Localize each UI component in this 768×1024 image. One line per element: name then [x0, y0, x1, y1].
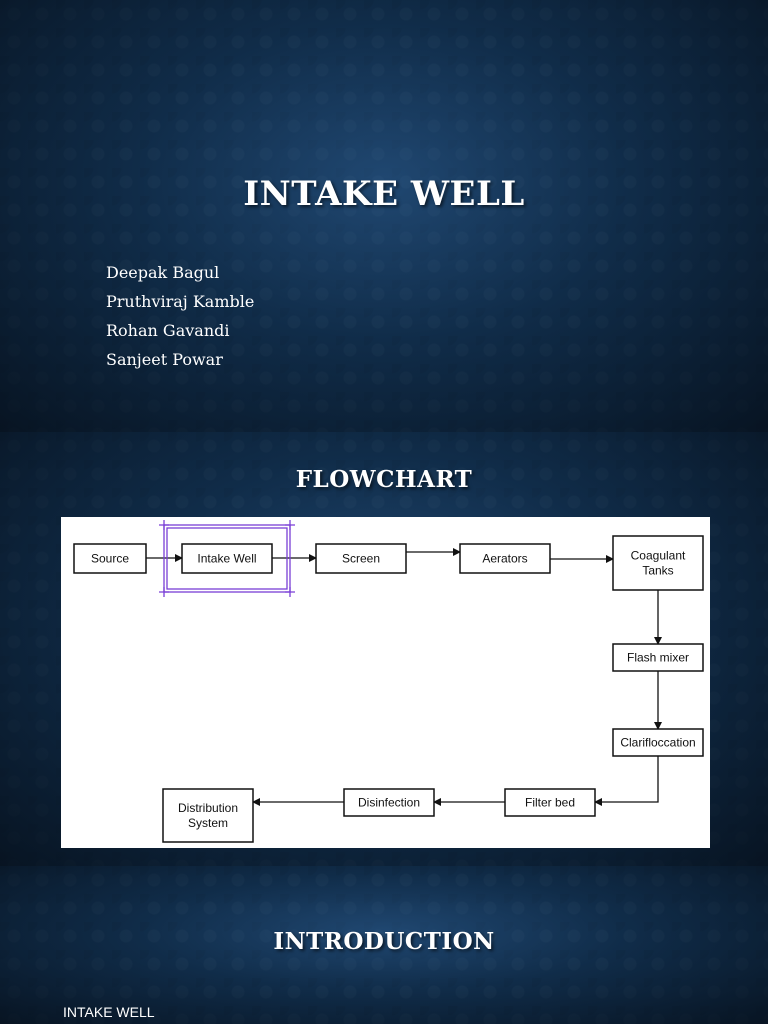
flow-node-label: Screen — [342, 552, 380, 566]
selection-handle[interactable] — [285, 520, 295, 530]
flow-node-label: Intake Well — [197, 552, 256, 566]
flow-node-label: Aerators — [482, 552, 527, 566]
slide-title: FLOWCHART — [295, 466, 473, 493]
author-list: Deepak Bagul Pruthviraj Kamble Rohan Gav… — [106, 258, 254, 374]
flow-node-box — [181, 543, 273, 574]
flow-node-label: System — [188, 816, 228, 830]
slide-title: INTAKE WELL — [243, 174, 525, 214]
flow-node-box — [612, 728, 704, 757]
flow-node-intake-well[interactable]: Intake Well — [181, 543, 273, 574]
flow-node-box — [162, 788, 254, 843]
flow-node-box — [504, 788, 596, 817]
author-name: Rohan Gavandi — [106, 321, 230, 340]
author-name: Deepak Bagul — [106, 263, 220, 282]
slide-title: INTRODUCTION — [273, 928, 495, 955]
flow-node-clariflocculation[interactable]: Clarifloccation — [612, 728, 704, 757]
flowchart-slide: FLOWCHART Source Intake Well Screen Aerator… — [0, 432, 768, 866]
flow-node-label: Flash mixer — [627, 651, 689, 665]
flowchart-canvas: Source Intake Well Screen Aerators Coagulant… — [73, 520, 704, 843]
flow-node-aerators[interactable]: Aerators — [459, 543, 551, 574]
selection-frame[interactable] — [163, 524, 291, 593]
flow-node-box — [73, 543, 147, 574]
flow-node-box — [612, 643, 704, 672]
flow-node-filter-bed[interactable]: Filter bed — [504, 788, 596, 817]
title-slide: INTAKE WELL Deepak Bagul Pruthviraj Kamb… — [0, 0, 768, 432]
flow-node-box — [459, 543, 551, 574]
selection-handle[interactable] — [159, 587, 169, 597]
introduction-slide: INTRODUCTION INTAKE WELL — [0, 866, 768, 1024]
flow-node-label: Distribution — [178, 801, 238, 815]
flow-node-label: Clarifloccation — [620, 736, 695, 750]
flowchart-diagram: Source Intake Well Screen Aerators Coagulant… — [61, 517, 710, 848]
flow-node-label: Disinfection — [358, 796, 420, 810]
flow-node-label: Source — [91, 552, 129, 566]
flow-node-label: Coagulant — [631, 549, 686, 563]
selection-frame-inner — [166, 527, 288, 590]
flow-arrow-clariflocculation-to-filter-bed — [594, 756, 659, 806]
author-name: Pruthviraj Kamble — [106, 292, 255, 311]
flow-node-flash-mixer[interactable]: Flash mixer — [612, 643, 704, 672]
flow-node-label: Tanks — [642, 564, 673, 578]
flow-node-box — [343, 788, 435, 817]
flow-node-source[interactable]: Source — [73, 543, 147, 574]
flow-node-box — [315, 543, 407, 574]
selection-handle[interactable] — [159, 520, 169, 530]
selection-handle[interactable] — [285, 587, 295, 597]
flow-node-label: Filter bed — [525, 796, 575, 810]
author-name: Sanjeet Powar — [106, 350, 223, 369]
flow-node-disinfection[interactable]: Disinfection — [343, 788, 435, 817]
intro-body-text: INTAKE WELL — [63, 1004, 155, 1020]
flow-node-screen[interactable]: Screen — [315, 543, 407, 574]
flow-node-box — [612, 535, 704, 591]
